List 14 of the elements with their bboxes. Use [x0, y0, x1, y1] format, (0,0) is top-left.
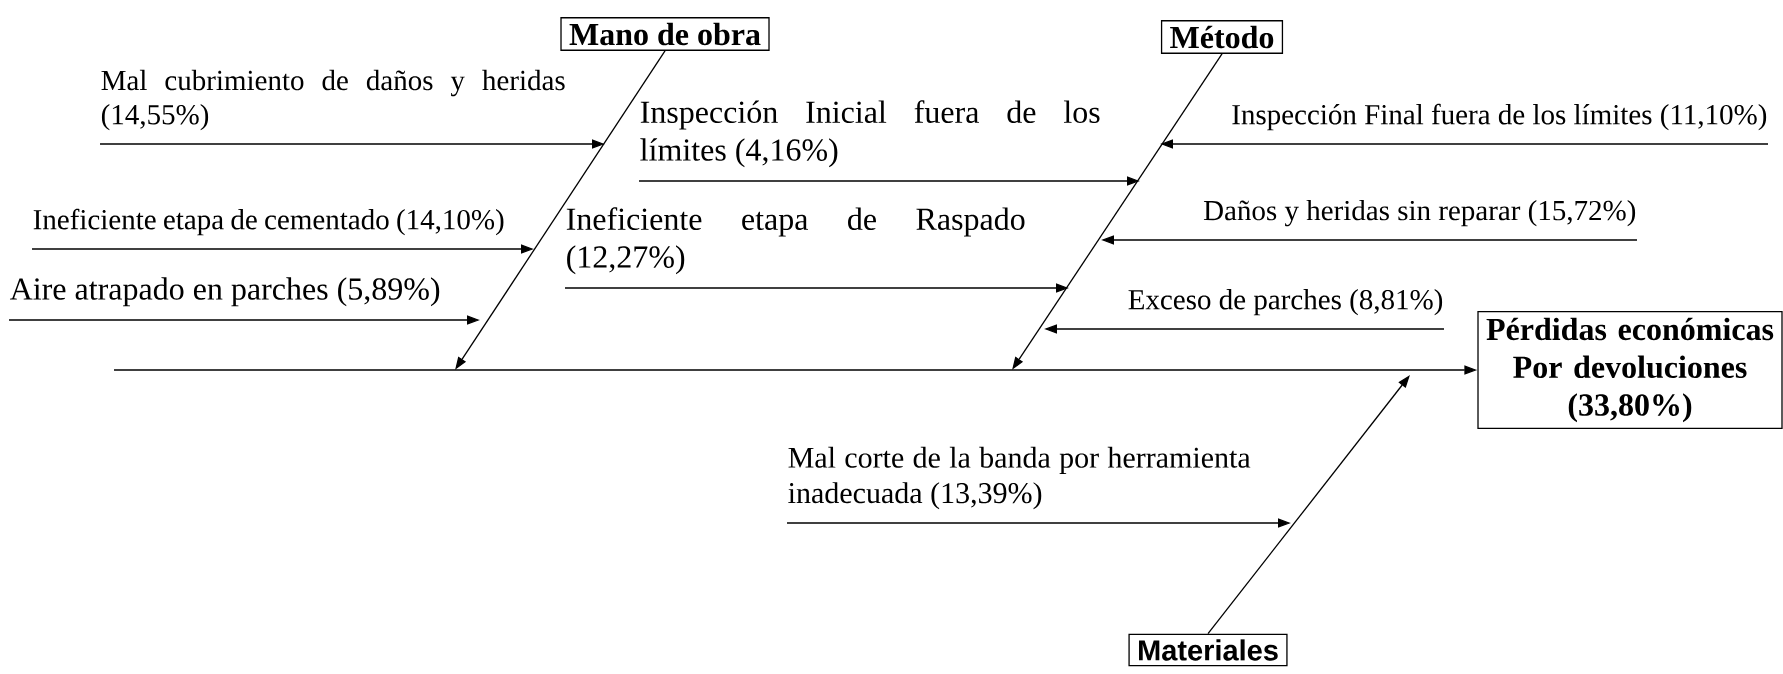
cause-label: Inspección Inicial fuera de los límites (4,16%): [640, 100, 1100, 168]
category-box: Método: [1160, 20, 1284, 54]
category-box: Materiales: [1128, 633, 1288, 667]
cause-label: Ineficiente etapa de Raspado (12,27%): [566, 207, 1025, 275]
cause-label: Ineficiente etapa de cementado (14,10%): [33, 208, 504, 236]
cause-label: Daños y heridas sin reparar (15,72%): [1203, 199, 1636, 227]
cause-label: Inspección Final fuera de los límites (11,10%): [1232, 103, 1767, 131]
category-box: Mano de obra: [560, 17, 770, 51]
cause-label: Aire atrapado en parches (5,89%): [10, 277, 440, 307]
effect-box: Pérdidas económicas Por devoluciones (33,80%): [1477, 311, 1783, 429]
cause-label: Mal cubrimiento de daños y heridas (14,55%): [101, 69, 565, 131]
bone-arrow: [1207, 375, 1410, 635]
cause-label: Exceso de parches (8,81%): [1128, 289, 1443, 316]
cause-label: Mal corte de la banda por herramienta inadecuada (13,39%): [788, 446, 1251, 510]
